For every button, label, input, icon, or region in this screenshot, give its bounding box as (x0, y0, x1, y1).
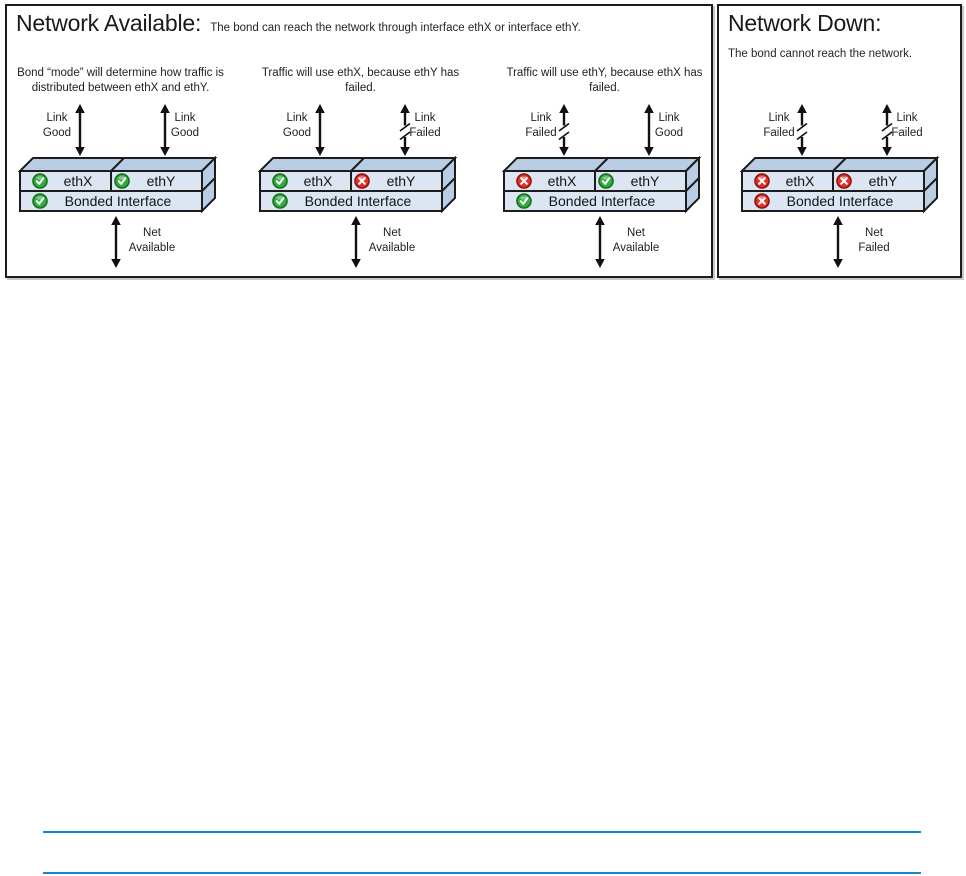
network-down-panel: Network Down: The bond cannot reach the … (717, 4, 962, 278)
right-link-label: Link Good (654, 112, 684, 139)
right-link-arrow-icon (881, 104, 893, 156)
right-link-arrow-icon (644, 104, 654, 156)
ethx-status-icon (516, 173, 532, 189)
link-arrows-row: Link Good Link (248, 104, 473, 156)
scenario-bond-mode: Bond “mode” will determine how traffic i… (8, 64, 233, 268)
net-arrow-icon (833, 216, 843, 268)
bond-status-icon (516, 193, 532, 209)
net-label: Net Available (368, 227, 416, 254)
link-arrows-row: Link Failed Link (492, 104, 717, 156)
panel-title: Network Available: (16, 10, 202, 36)
left-link-label: Link Failed (525, 112, 557, 139)
ethx-label: ethX (786, 173, 815, 189)
left-link-arrow-icon (315, 104, 325, 156)
ethx-status-icon (32, 173, 48, 189)
ethx-label: ethX (548, 173, 577, 189)
net-arrow-row: Net Available (248, 214, 473, 268)
net-arrow-icon (595, 216, 605, 268)
left-link-label: Link Good (42, 112, 72, 139)
bond-status-icon (272, 193, 288, 209)
panel-header: Network Available: The bond can reach th… (16, 10, 581, 37)
ethy-label: ethY (147, 173, 176, 189)
panel-subtitle: The bond can reach the network through i… (210, 22, 581, 34)
ethx-label: ethX (64, 173, 93, 189)
net-label: Net Failed (858, 227, 890, 254)
bonded-interface-diagram: ethX ethY Bonded Interface (18, 156, 218, 214)
net-arrow-row: Net Available (492, 214, 717, 268)
bonded-interface-diagram: ethX ethY Bonded Interface (740, 156, 940, 214)
ethy-label: ethY (387, 173, 416, 189)
link-arrows-row: Link Good Link (8, 104, 233, 156)
panel-header: Network Down: (728, 10, 882, 37)
panel-title: Network Down: (728, 10, 882, 36)
ethy-label: ethY (631, 173, 660, 189)
scenario-caption: Traffic will use ethY, because ethX has … (506, 67, 703, 94)
ethx-status-icon (754, 173, 770, 189)
net-label: Net Available (612, 227, 660, 254)
net-arrow-icon (351, 216, 361, 268)
ethy-status-icon (114, 173, 130, 189)
ethx-status-icon (272, 173, 288, 189)
scenario-network-down: Link Failed Link (730, 64, 952, 268)
right-link-arrow-icon (399, 104, 411, 156)
ethx-label: ethX (304, 173, 333, 189)
left-link-label: Link Good (282, 112, 312, 139)
scenario-ethx-failed: Traffic will use ethY, because ethX has … (492, 64, 717, 268)
net-arrow-row: Net Failed (730, 214, 952, 268)
ethy-status-icon (354, 173, 370, 189)
scenario-ethy-failed: Traffic will use ethX, because ethY has … (248, 64, 473, 268)
net-arrow-row: Net Available (8, 214, 233, 268)
left-link-arrow-icon (75, 104, 85, 156)
ethy-label: ethY (869, 173, 898, 189)
right-link-label: Link Good (170, 112, 200, 139)
net-arrow-icon (111, 216, 121, 268)
right-link-label: Link Failed (409, 112, 441, 139)
network-available-panel: Network Available: The bond can reach th… (5, 4, 713, 278)
scenario-caption: Traffic will use ethX, because ethY has … (261, 67, 460, 94)
horizontal-rule-bottom (43, 872, 921, 874)
link-arrows-row: Link Failed Link (730, 104, 952, 156)
scenario-caption: Bond “mode” will determine how traffic i… (17, 67, 224, 94)
left-link-arrow-icon (558, 104, 570, 156)
left-link-arrow-icon (796, 104, 808, 156)
horizontal-rule-top (43, 831, 921, 833)
scenario-caption (730, 64, 952, 104)
bonded-interface-label: Bonded Interface (305, 193, 412, 209)
bonded-interface-label: Bonded Interface (787, 193, 894, 209)
panel-subtitle: The bond cannot reach the network. (728, 48, 913, 60)
ethy-status-icon (598, 173, 614, 189)
net-label: Net Available (128, 227, 176, 254)
bond-status-icon (32, 193, 48, 209)
ethy-status-icon (836, 173, 852, 189)
bonded-interface-diagram: ethX ethY Bonded Interface (502, 156, 702, 214)
bond-status-icon (754, 193, 770, 209)
right-link-arrow-icon (160, 104, 170, 156)
left-link-label: Link Failed (763, 112, 795, 139)
bonded-interface-diagram: ethX ethY Bonded Interface (258, 156, 458, 214)
bonded-interface-label: Bonded Interface (65, 193, 172, 209)
bonded-interface-label: Bonded Interface (549, 193, 656, 209)
right-link-label: Link Failed (891, 112, 923, 139)
